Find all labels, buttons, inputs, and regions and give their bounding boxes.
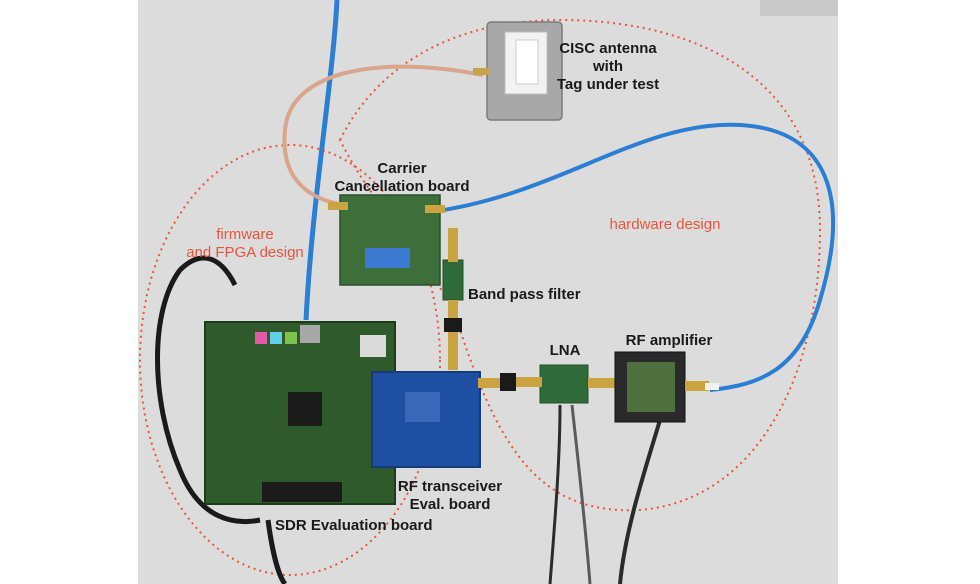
device-edge [760,0,838,16]
power-cable [155,255,261,525]
rf-amplifier [614,351,719,423]
antenna-box-icon [473,21,563,121]
firmware-fpga-label: firmware and FPGA design [186,226,304,261]
firmware-region [139,144,441,576]
band-pass-filter [442,228,464,370]
rf-transceiver-label: RF transceiver Eval. board [397,478,503,513]
lna-label: LNA [549,342,581,359]
carrier-cancellation-label: Carrier Cancellation board [334,160,470,195]
hardware-design-label: hardware design [609,216,721,233]
rf-amplifier-label: RF amplifier [625,332,713,349]
sdr-cable [265,519,288,584]
band-pass-filter-label: Band pass filter [468,286,581,303]
cisc-antenna-label: CISC antenna with Tag under test [556,40,660,93]
lna-board [500,364,618,404]
ethernet-cable [303,0,340,321]
rf-transceiver-board [371,371,508,468]
amp-wire [618,419,662,584]
blue-coax-cable [429,122,835,392]
sdr-evaluation-board [204,321,396,505]
hardware-region [338,18,822,512]
lna-wire-1 [548,404,562,584]
lna-wire-2 [570,404,592,584]
sdr-evaluation-label: SDR Evaluation board [275,517,433,534]
copper-coax-cable [282,64,484,207]
carrier-cancellation-board [328,194,445,286]
